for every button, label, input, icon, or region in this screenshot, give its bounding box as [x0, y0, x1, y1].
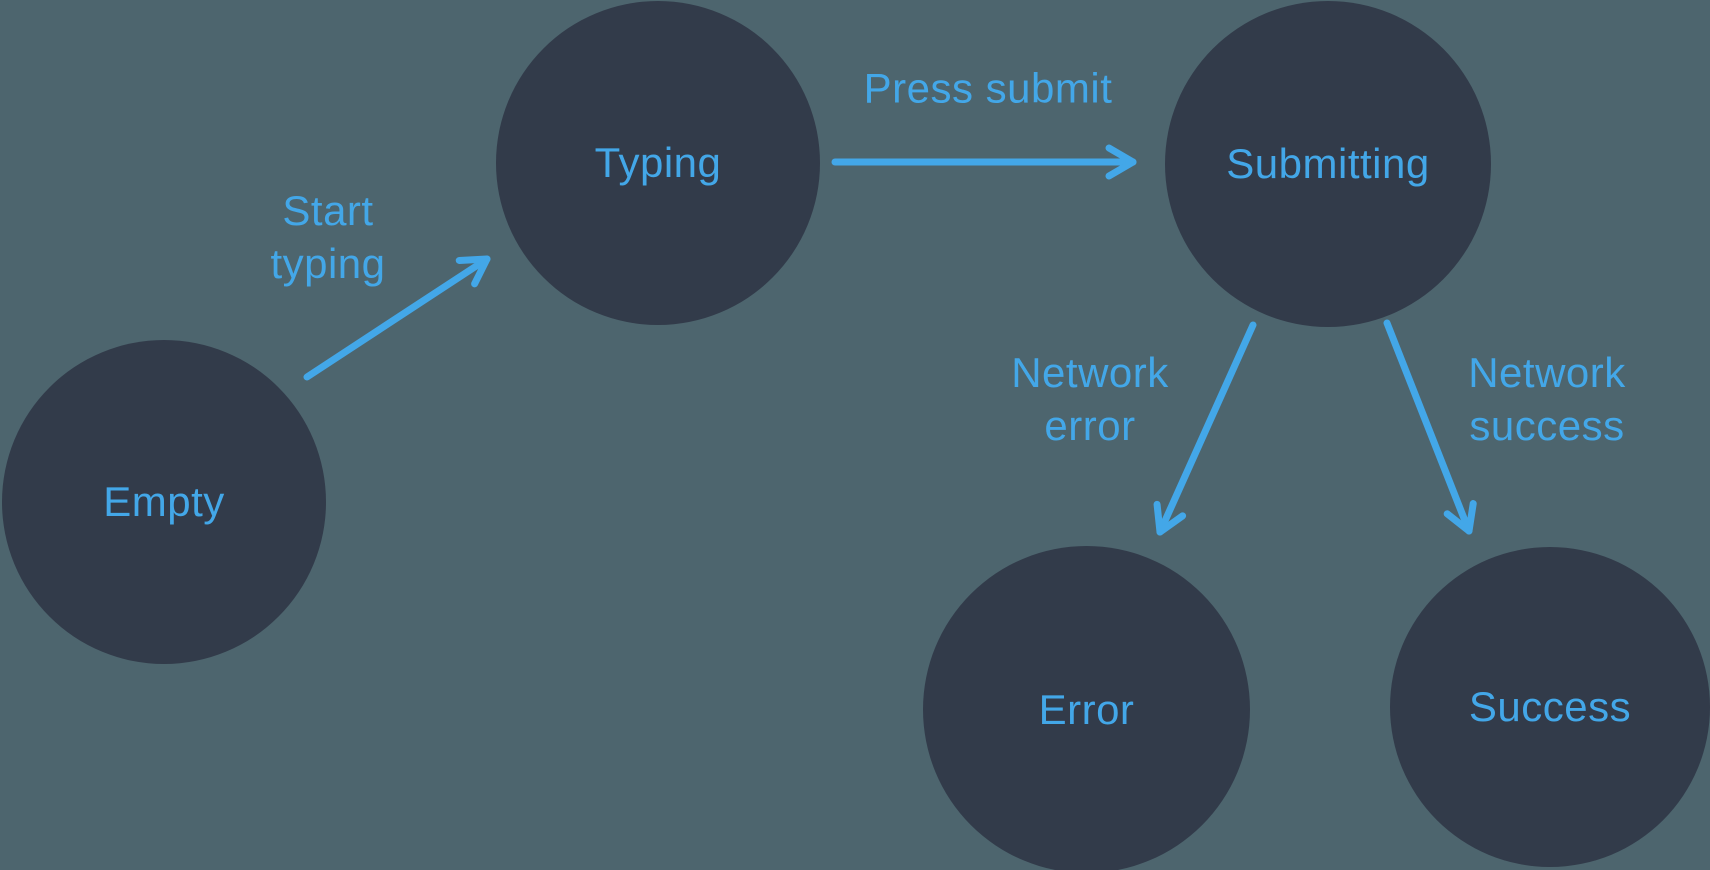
edge-label-start-typing: Start typing [270, 187, 386, 287]
node-success: Success [1390, 547, 1710, 867]
node-empty: Empty [2, 340, 326, 664]
edge-network-error-arrow [1153, 321, 1257, 536]
node-typing: Typing [496, 1, 820, 325]
node-submitting-label: Submitting [1226, 140, 1430, 187]
node-empty-label: Empty [103, 478, 225, 525]
edge-network-success-arrow [1383, 319, 1477, 535]
edge-start-typing-arrow [303, 255, 491, 381]
node-error-label: Error [1038, 685, 1135, 733]
node-typing-label: Typing [594, 139, 722, 186]
edge-label-network-error: Network error [1011, 349, 1169, 449]
edge-label-network-success: Network success [1468, 349, 1626, 449]
node-error: Error [923, 546, 1250, 870]
node-success-label: Success [1468, 683, 1632, 730]
edge-label-press-submit: Press submit [863, 64, 1113, 112]
node-submitting: Submitting [1165, 1, 1491, 327]
